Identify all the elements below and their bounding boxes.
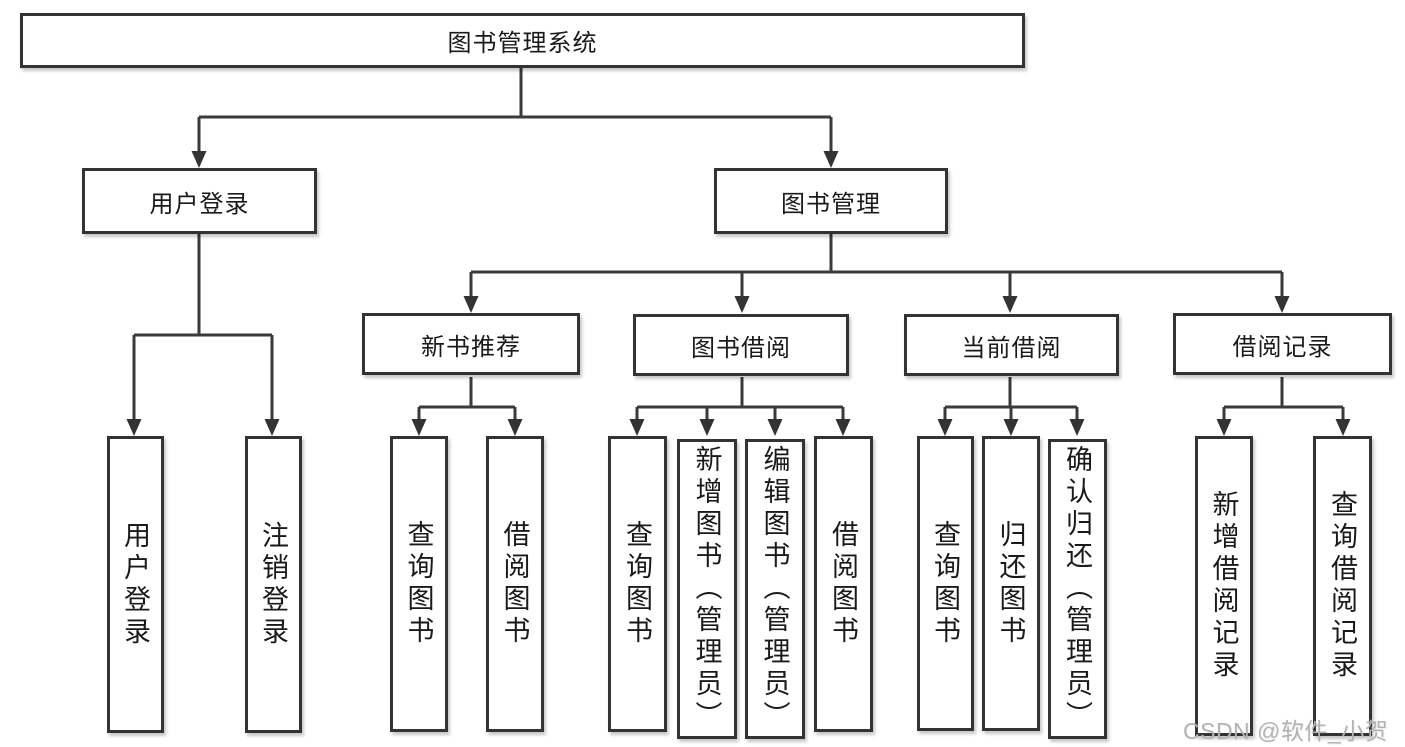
node-current-borrow: 当前借阅 (904, 314, 1119, 376)
node-leaf-user-login: 用户登录 (107, 436, 164, 733)
node-book-management: 图书管理 (714, 168, 948, 234)
csdn-watermark: CSDN @软件_小贺同学 (1183, 718, 1389, 744)
node-leaf-borrow-book: 借阅图书 (814, 436, 873, 732)
node-leaf-query-book: 查询图书 (917, 436, 974, 731)
node-user-login: 用户登录 (82, 168, 317, 234)
node-book-borrow: 图书借阅 (633, 314, 849, 376)
tree-edge-lines (132, 68, 1345, 421)
node-leaf-logout: 注销登录 (245, 436, 302, 733)
node-leaf-return-book: 归还图书 (982, 436, 1040, 731)
node-borrow-records: 借阅记录 (1173, 313, 1392, 375)
node-leaf-query-borrow-record: 查询借阅记录 (1313, 436, 1372, 736)
node-leaf-borrow-book: 借阅图书 (486, 436, 544, 732)
node-leaf-add-borrow-record: 新增借阅记录 (1195, 436, 1253, 736)
node-leaf-edit-book-admin: 编辑图书（管理员） (745, 439, 805, 739)
node-leaf-add-book-admin: 新增图书（管理员） (677, 439, 737, 739)
node-library-management-system: 图书管理系统 (20, 13, 1025, 68)
node-leaf-query-book: 查询图书 (390, 436, 448, 732)
node-new-book-recommend: 新书推荐 (362, 313, 580, 375)
node-leaf-query-book: 查询图书 (608, 436, 667, 732)
node-leaf-confirm-return-admin: 确认归还（管理员） (1048, 439, 1107, 739)
